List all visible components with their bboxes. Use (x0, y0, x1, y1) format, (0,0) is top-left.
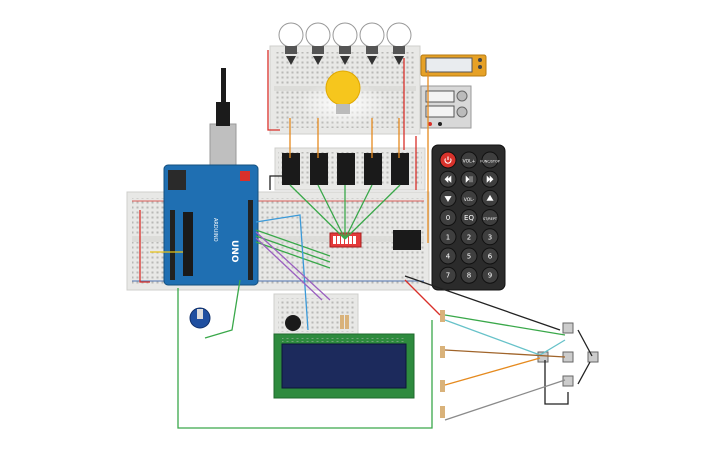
wires (139, 50, 593, 429)
remote-button-label: VOL+ (463, 159, 476, 165)
remote-button-play-pause-icon (465, 175, 473, 183)
resistors (340, 310, 445, 418)
remote-button-9: 9 (481, 266, 499, 284)
remote-button-down-icon (444, 196, 452, 202)
power-jack (168, 170, 186, 190)
remote-button-label: VOL- (464, 197, 475, 203)
arduino-brand-label: ARDUINO (212, 218, 218, 242)
remote-button-label: 8 (467, 272, 471, 280)
remote-button-up (481, 189, 499, 207)
remote-button-grid: VOL+ FUNC/STOP VOL- 0 EQ ST/REPT 1 2 3 4 5 6 7 8 9 (439, 151, 500, 284)
remote-button-0: 0 (439, 209, 457, 227)
remote-button-label: 5 (467, 253, 471, 261)
bulb-5 (386, 22, 412, 54)
remote-button-play-pause (460, 170, 478, 188)
remote-button-label: 2 (467, 233, 471, 241)
remote-button-label: 6 (488, 253, 493, 261)
relay-modules (282, 153, 421, 250)
potentiometer-left (189, 307, 211, 329)
remote-button-st-rept: ST/REPT (481, 209, 499, 227)
remote-button-label: ST/REPT (483, 217, 498, 221)
bulb-3 (332, 22, 358, 54)
remote-button-eq: EQ (460, 209, 478, 227)
lcd-display (273, 333, 415, 399)
remote-button-power-icon (444, 156, 452, 164)
remote-button-label: 0 (446, 214, 450, 222)
reset-button (240, 171, 250, 181)
remote-button-label: 9 (488, 272, 492, 280)
remote-button-label: 1 (446, 233, 450, 241)
usb-cable (216, 102, 230, 126)
remote-button-fast-forward-icon (486, 175, 494, 183)
remote-button-func-stop: FUNC/STOP (480, 151, 500, 169)
arduino-board-label: UNO (229, 240, 239, 263)
microcontroller-chip (183, 212, 193, 276)
bulb-4 (359, 22, 385, 54)
dip-switch (329, 232, 362, 248)
remote-button-label: 3 (488, 233, 492, 241)
remote-button-vol-up: VOL+ (460, 151, 478, 169)
remote-button-label: FUNC/STOP (480, 160, 499, 164)
remote-button-1: 1 (439, 228, 457, 246)
power-supply-bottom (420, 85, 472, 129)
remote-button-3: 3 (481, 228, 499, 246)
remote-button-vol-down: VOL- (460, 189, 478, 207)
bulb-1 (278, 22, 304, 54)
bulb-2 (305, 22, 331, 54)
usb-plug (209, 123, 237, 167)
remote-button-up-icon (486, 194, 494, 201)
remote-button-4: 4 (439, 247, 457, 265)
remote-button-power (439, 151, 457, 169)
remote-button-5: 5 (460, 247, 478, 265)
remote-button-down (439, 189, 457, 207)
remote-button-label: 4 (446, 253, 451, 261)
lit-bulb (297, 70, 389, 126)
remote-button-8: 8 (460, 266, 478, 284)
arduino-uno: UNO ARDUINO (163, 68, 259, 286)
remote-button-2: 2 (460, 228, 478, 246)
light-bulbs (278, 22, 412, 65)
remote-button-6: 6 (481, 247, 499, 265)
potentiometer-lcd (285, 315, 301, 331)
remote-button-fast-forward (481, 170, 499, 188)
remote-button-label: EQ (464, 214, 474, 222)
relay-6 (393, 230, 421, 250)
remote-button-rewind (439, 170, 457, 188)
remote-button-label: 7 (446, 272, 450, 280)
power-supply-top (420, 54, 487, 77)
remote-button-rewind-icon (444, 175, 452, 183)
remote-button-7: 7 (439, 266, 457, 284)
